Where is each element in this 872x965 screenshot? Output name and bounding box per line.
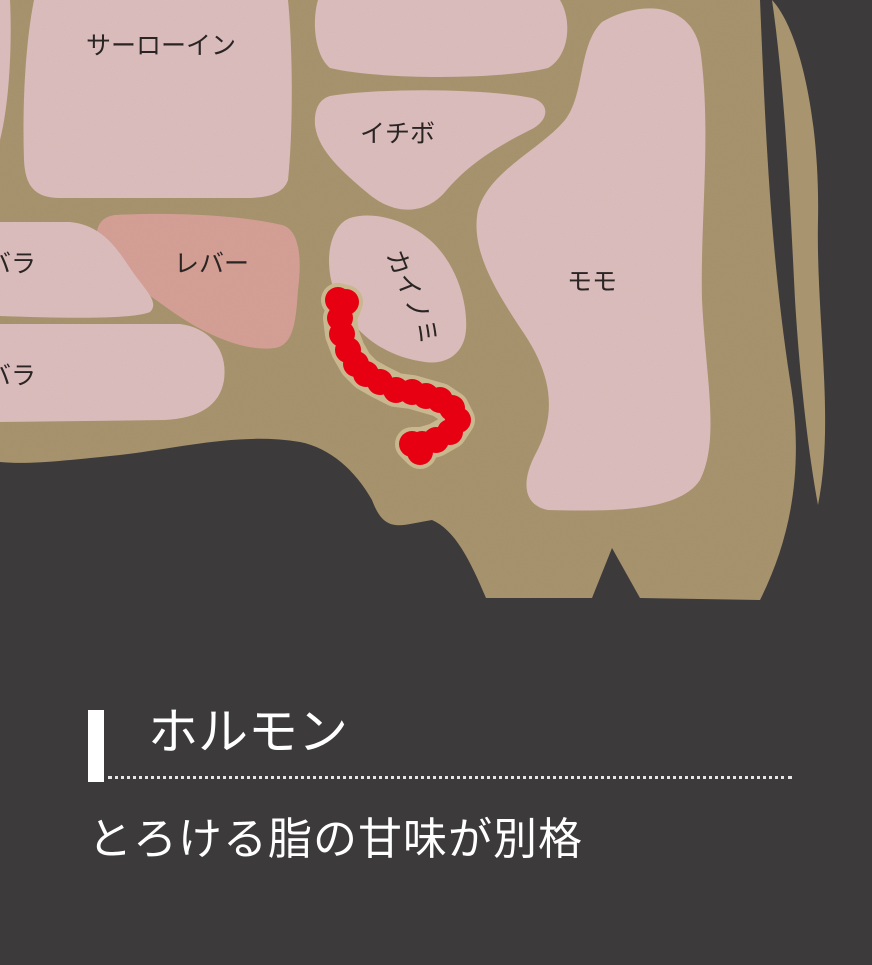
hormone-highlight — [321, 283, 475, 469]
caption-title: ホルモン — [148, 703, 348, 761]
label-bara-upper: バラ — [0, 249, 36, 278]
cut-left-edge — [0, 0, 11, 140]
cut-ichibo — [314, 90, 546, 210]
label-ichibo: イチボ — [360, 119, 435, 148]
caption-subtitle: とろける脂の甘味が別格 — [88, 814, 583, 865]
cut-bara-upper — [0, 222, 154, 318]
caption-divider — [108, 776, 792, 779]
label-sirloin: サーローイン — [86, 31, 236, 60]
label-bara-lower: バラ — [0, 361, 36, 390]
tail-section — [772, 0, 826, 505]
cut-kainomi — [329, 215, 467, 363]
hormone-bead — [407, 439, 433, 465]
cut-bara-lower — [0, 324, 225, 422]
label-liver: レバー — [174, 249, 249, 278]
caption-accent-bar — [88, 710, 104, 782]
cut-momo — [476, 8, 711, 511]
cut-top-partial — [314, 0, 568, 77]
cut-sirloin — [23, 0, 292, 198]
cut-liver — [96, 213, 300, 349]
label-momo: モモ — [567, 267, 617, 296]
